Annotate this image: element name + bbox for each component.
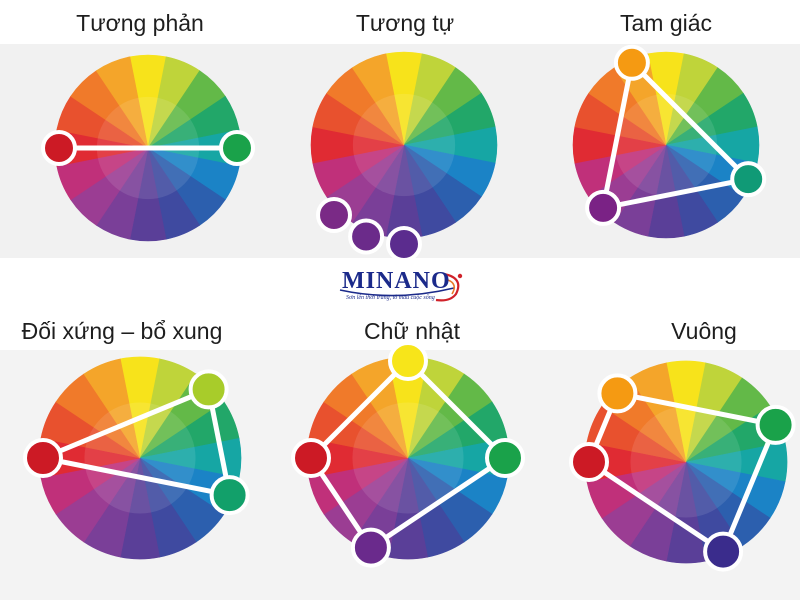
label-vuong: Vuông <box>671 318 737 344</box>
wheel-vuong <box>569 360 796 572</box>
wheel-segment <box>83 358 141 459</box>
scheme-connector <box>600 60 751 211</box>
wheel-tam-giac <box>572 44 767 239</box>
scheme-color-node <box>348 218 385 255</box>
scheme-color-node <box>730 161 767 198</box>
wheel-chu-nhat <box>291 341 525 568</box>
scheme-connector <box>40 386 233 498</box>
label-tuong-tu: Tương tự <box>355 10 455 36</box>
label-tam-giac: Tam giác <box>619 10 713 36</box>
scheme-color-node <box>316 197 352 233</box>
scheme-color-node <box>597 373 638 414</box>
wheel-tuong-phan <box>41 54 255 242</box>
scheme-color-node <box>386 226 422 262</box>
label-doi-xung-bo-xung: Đối xứng – bổ xung <box>21 318 223 344</box>
wheel-segment <box>95 56 149 149</box>
scheme-color-node <box>613 44 650 81</box>
wheel-inner-shade <box>352 402 464 514</box>
scheme-color-node <box>350 527 391 568</box>
scheme-color-node <box>188 369 229 410</box>
scheme-color-node <box>703 531 744 572</box>
scheme-color-node <box>485 438 525 478</box>
wheel-segment <box>351 53 405 146</box>
scheme-color-node <box>23 438 63 478</box>
wheel-inner-shade <box>352 93 456 197</box>
scheme-color-node <box>569 442 609 482</box>
wheel-doi-xung-bo-xung <box>23 356 250 560</box>
minano-logo: MINANO Sơn lên thời trang, tô màu cuộc s… <box>336 268 472 308</box>
logo-tagline: Sơn lên thời trang, tô màu cuộc sống <box>346 295 435 301</box>
logo-swoosh-icon <box>339 272 463 302</box>
scheme-color-node <box>41 130 77 166</box>
scheme-color-node <box>219 130 255 166</box>
scheme-color-node <box>209 475 250 516</box>
wheel-tuong-tu <box>310 51 498 262</box>
scheme-color-node <box>755 404 796 445</box>
wheel-inner-shade <box>614 93 718 197</box>
wheel-inner-shade <box>630 406 742 518</box>
scheme-color-node <box>291 438 331 478</box>
scheme-color-node <box>585 189 622 226</box>
label-chu-nhat: Chữ nhật <box>364 318 460 344</box>
logo-wordmark: MINANO <box>342 268 451 294</box>
scheme-color-node <box>388 341 428 381</box>
label-tuong-phan: Tương phản <box>76 10 204 36</box>
